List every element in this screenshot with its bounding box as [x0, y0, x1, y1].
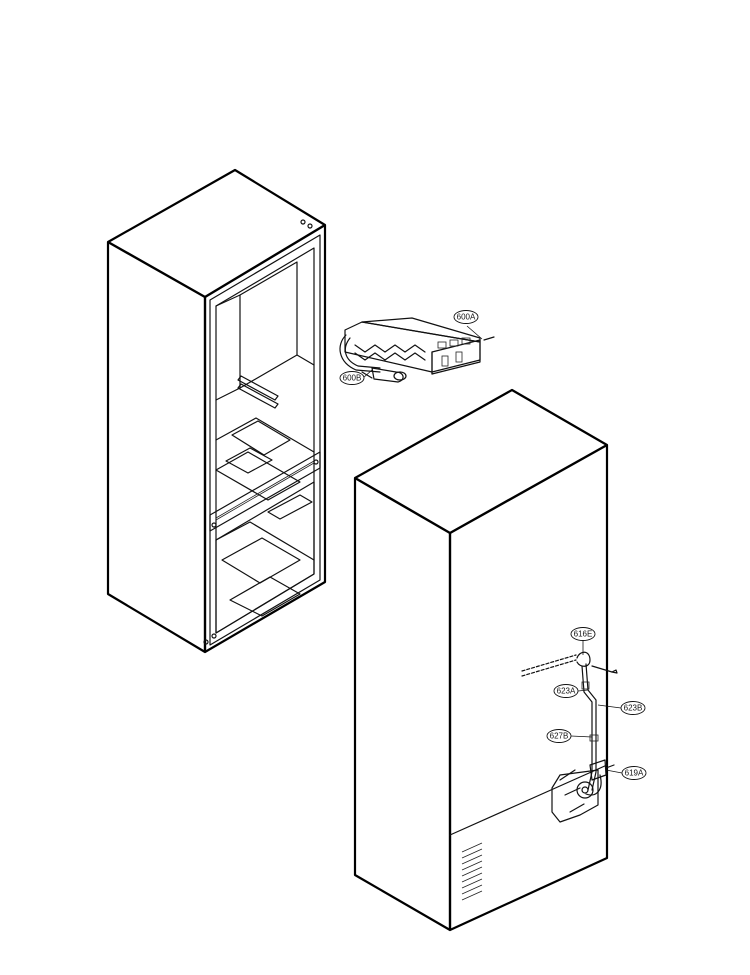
- svg-text:619A: 619A: [625, 769, 644, 778]
- svg-text:600B: 600B: [343, 374, 362, 383]
- callout-616E: 616E: [570, 627, 596, 641]
- callout-623A: 623A: [553, 684, 579, 698]
- refrigerator-cabinet-front-view: [106, 168, 327, 654]
- svg-text:616E: 616E: [574, 630, 593, 639]
- callout-619A: 619A: [621, 766, 647, 780]
- svg-text:600A: 600A: [457, 313, 476, 322]
- callout-623B: 623B: [620, 701, 646, 715]
- svg-text:623B: 623B: [624, 704, 643, 713]
- ice-maker-assembly: [339, 317, 495, 383]
- water-valve-and-tubing: [521, 651, 618, 796]
- svg-text:627B: 627B: [550, 732, 569, 741]
- refrigerator-cabinet-rear-view: [353, 388, 609, 932]
- callout-600A: 600A: [453, 310, 479, 324]
- callout-600B: 600B: [339, 371, 365, 385]
- svg-text:623A: 623A: [557, 687, 576, 696]
- callout-leaders: [362, 325, 623, 774]
- callout-627B: 627B: [546, 729, 572, 743]
